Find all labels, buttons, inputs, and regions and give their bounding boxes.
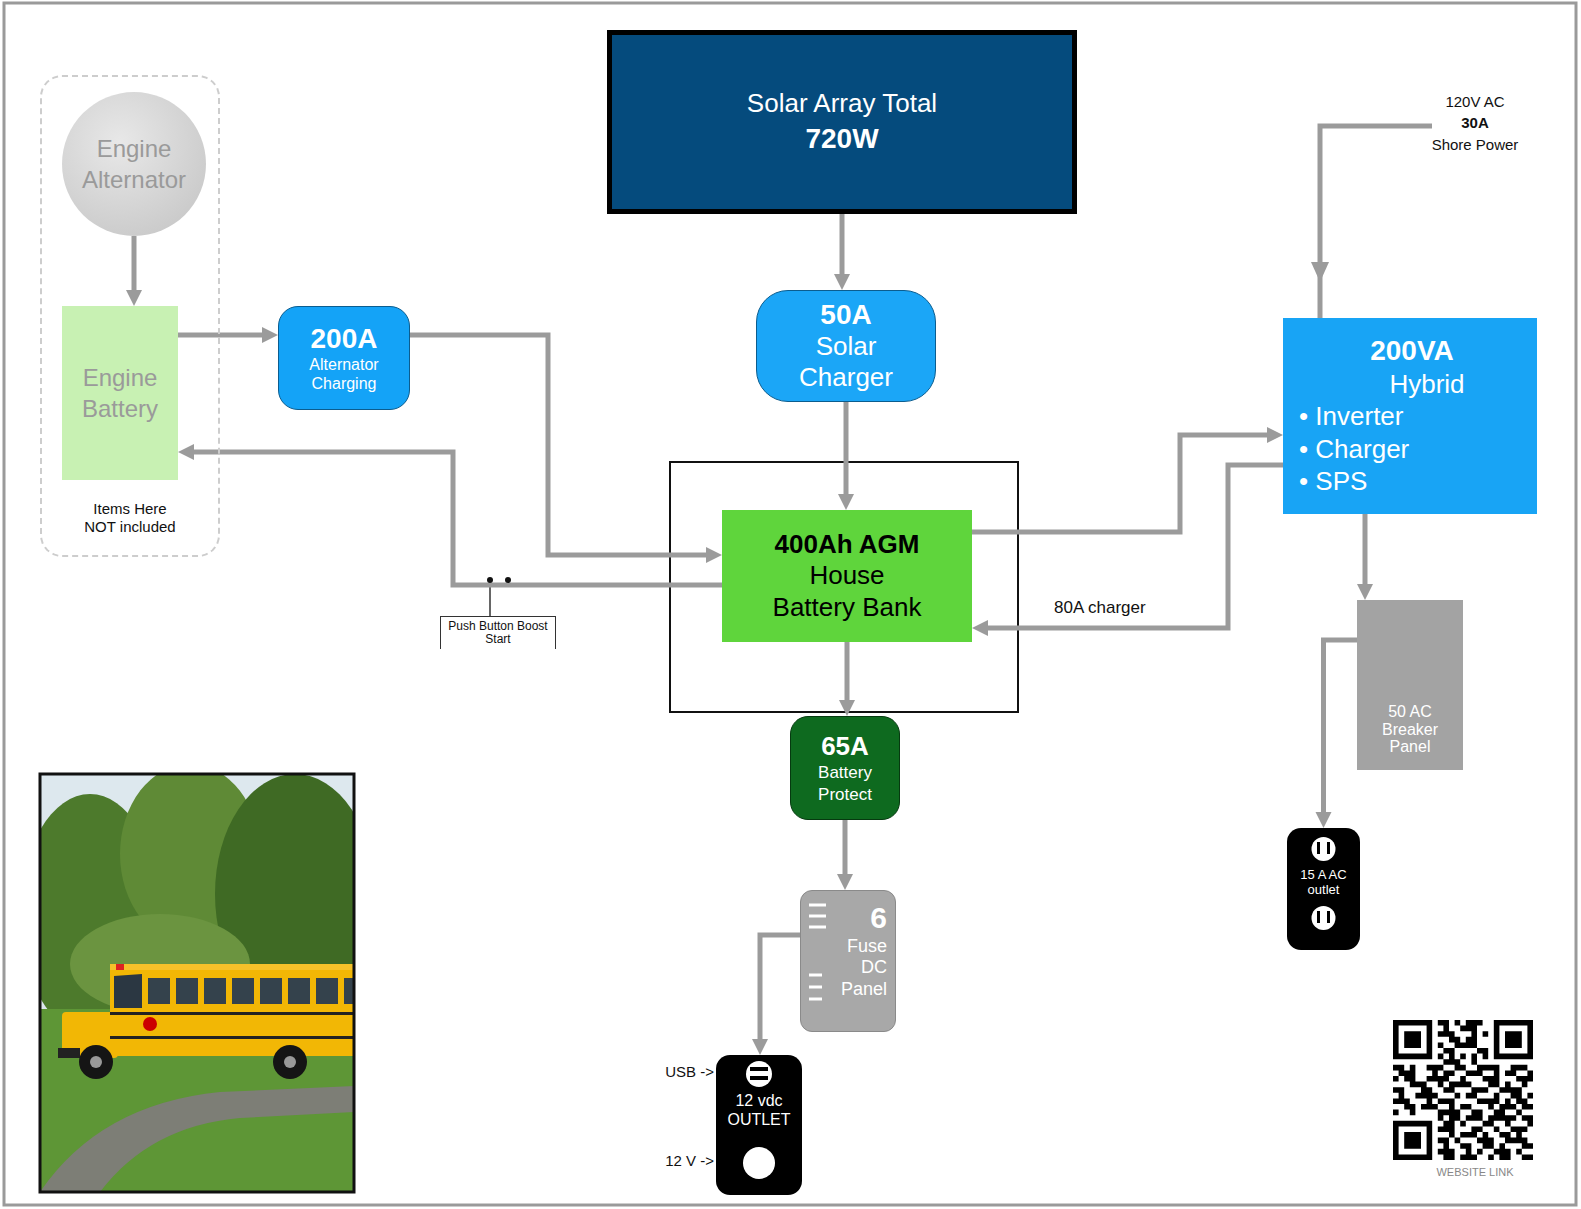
protect-box: 65ABattery Protect bbox=[790, 716, 900, 820]
connector-line bbox=[843, 820, 848, 875]
arrowhead bbox=[1267, 427, 1283, 443]
connector bbox=[178, 327, 278, 343]
supply-label: Shore Power bbox=[1415, 136, 1535, 153]
shore-power-arrowhead bbox=[1311, 262, 1329, 282]
node-text: 12 vdc OUTLET bbox=[719, 1091, 799, 1129]
group-box: Items Here NOT included Engine Alternator… bbox=[40, 75, 220, 557]
switch-label: Push Button Boost Start bbox=[440, 616, 556, 649]
connector-label: 80A charger bbox=[1052, 598, 1148, 618]
breaker-panel-box: 50 AC Breaker Panel bbox=[1357, 600, 1463, 770]
photo-frame bbox=[40, 774, 354, 1192]
connector bbox=[178, 444, 722, 585]
arrowhead bbox=[1316, 812, 1332, 828]
node-text: Alternator Charging bbox=[285, 355, 403, 393]
node-text: 400Ah AGM bbox=[775, 529, 920, 560]
ac-outlet-box: 15 A AC outlet bbox=[1287, 828, 1360, 950]
node-text: • Charger bbox=[1299, 433, 1409, 466]
bus-photo bbox=[40, 774, 354, 1192]
connector bbox=[972, 427, 1283, 532]
connector-line bbox=[972, 435, 1268, 532]
switch-leader bbox=[489, 585, 491, 616]
arrowhead bbox=[834, 274, 850, 290]
node-text: 65A bbox=[821, 731, 869, 762]
node-text: 15 A AC outlet bbox=[1290, 868, 1357, 898]
alternator-circle: Engine Alternator bbox=[62, 92, 206, 236]
engine-battery-box: Engine Battery bbox=[62, 306, 178, 480]
arrowhead bbox=[262, 327, 278, 343]
connector-line bbox=[132, 236, 137, 291]
charger-box: 50ASolar Charger bbox=[756, 290, 936, 402]
connector-line bbox=[987, 465, 1283, 628]
solar-array-box: Solar Array Total720W bbox=[607, 30, 1077, 214]
qr-code bbox=[1393, 1020, 1533, 1160]
connector-line bbox=[840, 214, 845, 275]
connector bbox=[838, 402, 854, 510]
arrowhead bbox=[839, 700, 855, 716]
supply-label: 30A bbox=[1420, 114, 1530, 131]
node-text: Battery Protect bbox=[797, 762, 893, 805]
connector bbox=[834, 214, 850, 290]
inverter-box: 200VAHybrid• Inverter• Charger• SPS bbox=[1283, 318, 1537, 514]
connector-line bbox=[1363, 514, 1368, 585]
node-text: 720W bbox=[805, 121, 878, 157]
arrowhead bbox=[126, 290, 142, 306]
node-text: 200VA bbox=[1370, 334, 1454, 368]
connector bbox=[410, 335, 722, 563]
battery-enclosure bbox=[670, 462, 1018, 712]
fuse-marks bbox=[809, 905, 826, 999]
port-label: 12 V -> bbox=[652, 1152, 714, 1169]
fuse-panel-box: 6Fuse DC Panel bbox=[800, 890, 896, 1032]
connector-line bbox=[844, 402, 849, 495]
usb-symbol bbox=[746, 1061, 772, 1087]
connector bbox=[1357, 514, 1373, 600]
connector-line bbox=[178, 333, 263, 338]
node-text: Engine Battery bbox=[66, 362, 174, 424]
arrowhead bbox=[972, 620, 988, 636]
connector bbox=[839, 642, 855, 716]
dc-outlet-box: 12 vdc OUTLET bbox=[716, 1055, 802, 1195]
connector-line bbox=[760, 935, 800, 1040]
qr-caption: WEBSITE LINK bbox=[1415, 1166, 1535, 1178]
page-frame bbox=[4, 3, 1576, 1205]
node-text: 50 AC Breaker Panel bbox=[1363, 703, 1457, 756]
connector bbox=[1316, 640, 1358, 828]
node-text: 200A bbox=[311, 323, 378, 355]
arrowhead bbox=[1357, 584, 1373, 600]
arrowhead bbox=[706, 547, 722, 563]
shore-power-wire bbox=[1320, 126, 1432, 318]
supply-label: 120V AC bbox=[1420, 93, 1530, 110]
connector-line bbox=[1324, 640, 1358, 813]
node-text: • Inverter bbox=[1299, 400, 1403, 433]
connector bbox=[126, 236, 142, 306]
node-text: 50A bbox=[820, 299, 871, 331]
dc-socket-symbol bbox=[743, 1147, 775, 1179]
battery-box: 400Ah AGMHouse Battery Bank bbox=[722, 510, 972, 642]
node-text: 6 bbox=[870, 901, 887, 936]
node-text: Items Here NOT included bbox=[82, 500, 178, 538]
connector-line bbox=[193, 452, 722, 585]
arrowhead bbox=[838, 494, 854, 510]
charger-box: 200AAlternator Charging bbox=[278, 306, 410, 410]
node-text: Hybrid bbox=[1389, 368, 1464, 401]
node-text: Engine Alternator bbox=[66, 133, 202, 195]
node-text: • SPS bbox=[1299, 465, 1367, 498]
node-text: Fuse DC Panel bbox=[829, 936, 887, 1001]
connector-line bbox=[845, 642, 850, 701]
arrowhead bbox=[178, 444, 194, 460]
node-text: House Battery Bank bbox=[767, 560, 927, 622]
node-text: Solar Array Total bbox=[747, 87, 937, 121]
port-label: USB -> bbox=[656, 1063, 714, 1080]
connector bbox=[972, 465, 1283, 636]
arrowhead bbox=[752, 1039, 768, 1055]
connector bbox=[752, 935, 800, 1055]
push-button-switch bbox=[487, 577, 511, 583]
ac-outlet-symbol bbox=[1312, 837, 1336, 930]
connector bbox=[837, 820, 853, 890]
arrowhead bbox=[837, 874, 853, 890]
node-text: Solar Charger bbox=[777, 331, 915, 393]
